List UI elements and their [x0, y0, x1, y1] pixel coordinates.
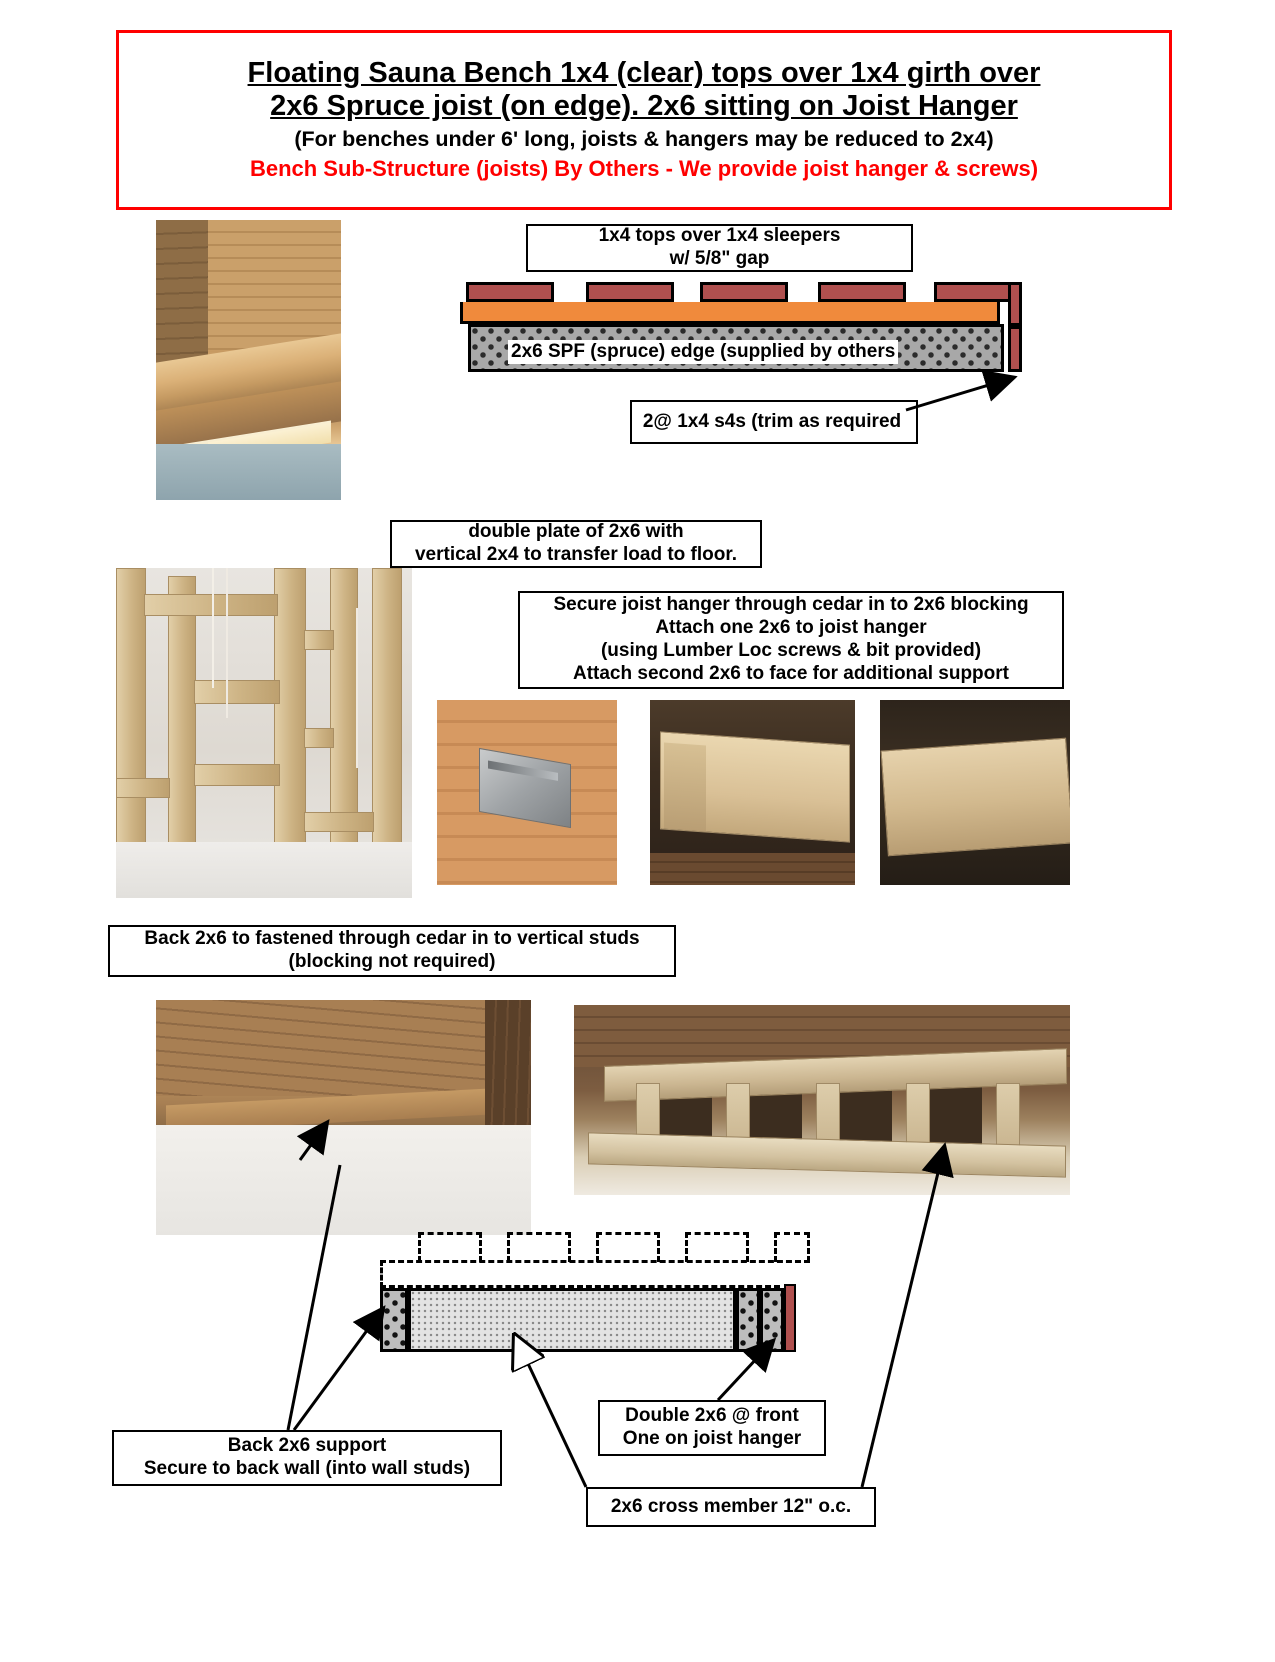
- bench-plan-section-diagram: [378, 1228, 810, 1360]
- double-2x6-front-beam-photo: [880, 700, 1070, 885]
- leader-joists-photo: [860, 1142, 954, 1488]
- back-2x6-support-block: [380, 1288, 408, 1352]
- callout-double-2x6-front: Double 2x6 @ front One on joist hanger: [598, 1400, 826, 1456]
- callout-double-front-line-2: One on joist hanger: [622, 1428, 802, 1449]
- callout-double-plate: double plate of 2x6 with vertical 2x4 to…: [390, 520, 762, 568]
- callout-cross-member-line-1: 2x6 cross member 12" o.c.: [610, 1495, 852, 1517]
- callout-cross-member: 2x6 cross member 12" o.c.: [586, 1487, 876, 1527]
- title-line-3: (For benches under 6' long, joists & han…: [294, 127, 994, 152]
- dashed-sleeper-line: [380, 1260, 810, 1263]
- title-line-1: Floating Sauna Bench 1x4 (clear) tops ov…: [247, 57, 1041, 90]
- callout-joist-hanger-line-1: Secure joist hanger through cedar in to …: [553, 594, 1029, 616]
- joist-seated-in-hanger-photo: [650, 700, 855, 885]
- leader-back-support-section: [292, 1305, 386, 1431]
- front-trim-block: [784, 1284, 796, 1352]
- callout-tops-line-1: 1x4 tops over 1x4 sleepers: [598, 225, 841, 247]
- bench-cross-section-diagram: 2x6 SPF (spruce) edge (supplied by other…: [460, 282, 1025, 387]
- slat-2: [586, 282, 674, 302]
- slat-3: [700, 282, 788, 302]
- callout-tops-sleepers: 1x4 tops over 1x4 sleepers w/ 5/8" gap: [526, 224, 913, 272]
- dashed-slat-5: [774, 1232, 810, 1262]
- dashed-slat-2: [507, 1232, 571, 1262]
- joist-span-block: [408, 1288, 736, 1352]
- callout-trim: 2@ 1x4 s4s (trim as required: [630, 400, 918, 444]
- dashed-slat-3: [596, 1232, 660, 1262]
- callout-double-front-line-1: Double 2x6 @ front: [625, 1405, 799, 1427]
- sleeper-layer: [460, 302, 1000, 324]
- callout-back-studs-line-1: Back 2x6 to fastened through cedar in to…: [144, 928, 640, 950]
- trim-right-lower: [1008, 326, 1022, 372]
- callout-double-plate-line-1: double plate of 2x6 with: [468, 521, 684, 543]
- dashed-slat-1: [418, 1232, 482, 1262]
- sauna-bench-corner-photo: [156, 220, 341, 500]
- dashed-slat-4: [685, 1232, 749, 1262]
- leader-cross-member: [516, 1338, 588, 1488]
- callout-joist-hanger-line-2: Attach one 2x6 to joist hanger: [655, 617, 927, 639]
- callout-joist-hanger-instructions: Secure joist hanger through cedar in to …: [518, 591, 1064, 689]
- callout-back-support-line-1: Back 2x6 support: [227, 1435, 387, 1457]
- joist-section-label: 2x6 SPF (spruce) edge (supplied by other…: [508, 340, 899, 364]
- title-banner: Floating Sauna Bench 1x4 (clear) tops ov…: [116, 30, 1172, 210]
- wall-framing-studs-photo: [116, 568, 412, 898]
- joist-hanger-on-cedar-photo: [437, 700, 617, 885]
- front-2x6-block-b: [760, 1288, 784, 1352]
- callout-back-2x6-studs: Back 2x6 to fastened through cedar in to…: [108, 925, 676, 977]
- callout-joist-hanger-line-3: (using Lumber Loc screws & bit provided): [600, 640, 982, 661]
- front-2x6-block-a: [736, 1288, 760, 1352]
- back-2x6-ledger-photo: [156, 1000, 531, 1235]
- callout-back-studs-line-2: (blocking not required): [288, 951, 496, 972]
- dashed-sleeper-outline: [380, 1260, 780, 1288]
- installed-joist-frame-photo: [574, 1005, 1070, 1195]
- callout-back-support-line-2: Secure to back wall (into wall studs): [143, 1458, 471, 1479]
- callout-double-plate-line-2: vertical 2x4 to transfer load to floor.: [414, 544, 738, 565]
- title-line-2: 2x6 Spruce joist (on edge). 2x6 sitting …: [270, 90, 1018, 123]
- callout-joist-hanger-line-4: Attach second 2x6 to face for additional…: [572, 662, 1009, 684]
- trim-right-upper: [1008, 282, 1022, 326]
- callout-trim-line-1: 2@ 1x4 s4s (trim as required: [642, 410, 902, 432]
- callout-back-2x6-support: Back 2x6 support Secure to back wall (in…: [112, 1430, 502, 1486]
- slat-1: [466, 282, 554, 302]
- slat-4: [818, 282, 906, 302]
- callout-tops-line-2: w/ 5/8" gap: [669, 248, 770, 269]
- title-line-4: Bench Sub-Structure (joists) By Others -…: [249, 156, 1039, 182]
